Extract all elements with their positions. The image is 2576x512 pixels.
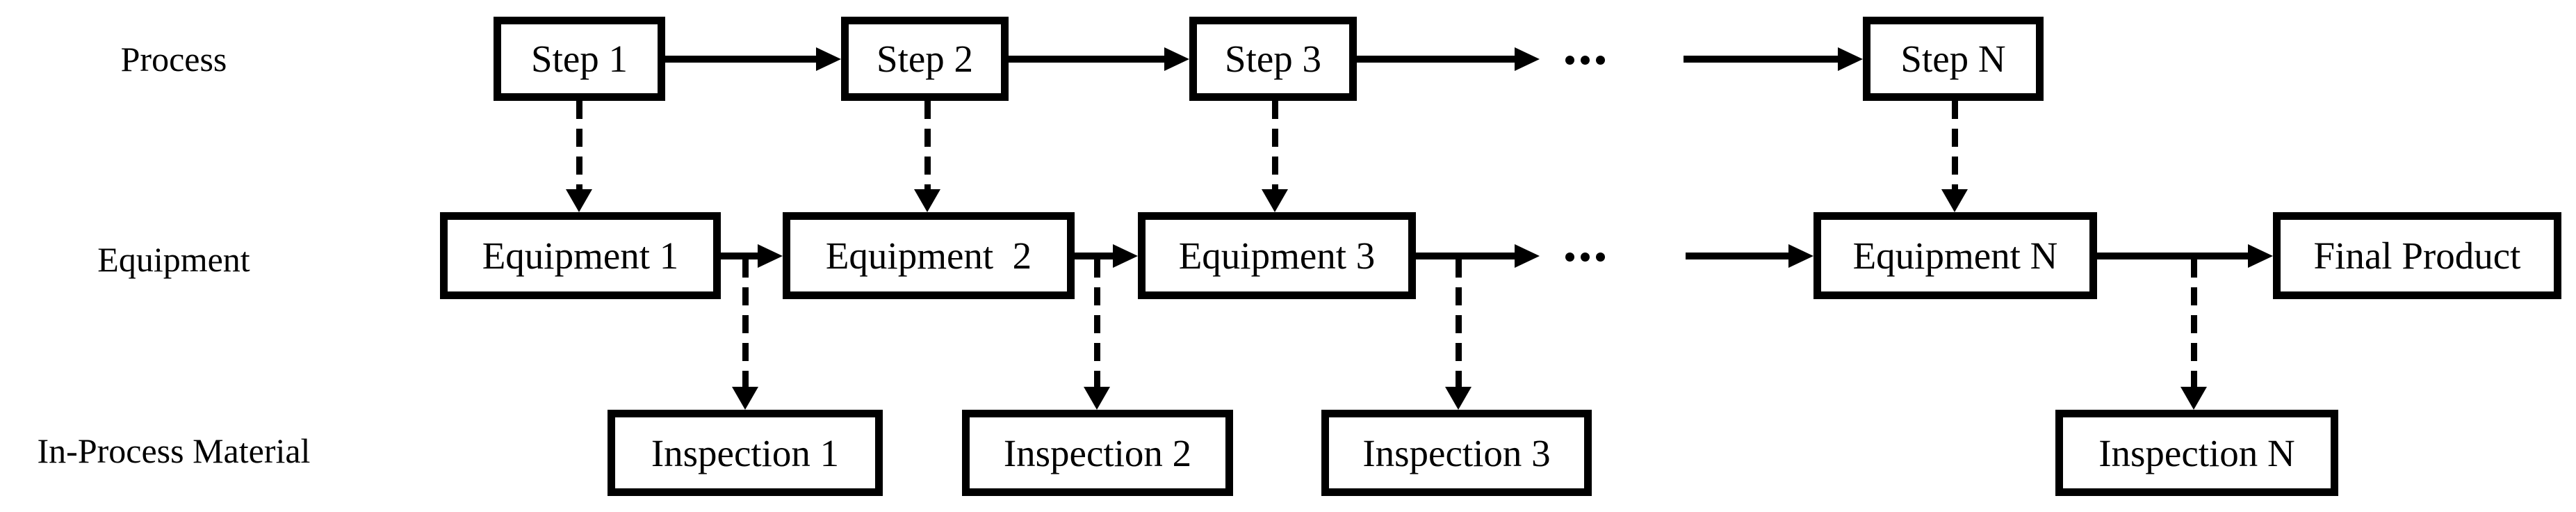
arrowhead-down-icon xyxy=(914,189,940,212)
arrowhead-right-icon xyxy=(758,244,783,268)
dashed-shaft xyxy=(1951,101,1958,189)
arrow-shaft xyxy=(1009,56,1164,63)
ellipsis-dots-equipment xyxy=(1565,253,1605,262)
equipment-3-box: Equipment 3 xyxy=(1138,212,1416,299)
arrowhead-down-icon xyxy=(1941,189,1968,212)
arrow-ellipsis-to-equipmentn xyxy=(1686,244,1813,268)
dashed-arrow-step1-to-equipment1 xyxy=(566,101,592,212)
arrow-equipment1-to-equipment2 xyxy=(721,244,783,268)
arrowhead-right-icon xyxy=(1164,47,1189,71)
dashed-shaft xyxy=(576,101,582,189)
step-2-box: Step 2 xyxy=(841,17,1009,101)
dashed-shaft xyxy=(2190,259,2197,387)
dot-icon xyxy=(1596,253,1605,262)
row-label-in-process-material: In-Process Material xyxy=(37,431,311,470)
arrow-shaft xyxy=(665,56,816,63)
arrow-equipment3-to-ellipsis xyxy=(1416,244,1540,268)
dashed-shaft xyxy=(1271,101,1278,189)
arrow-step3-to-ellipsis xyxy=(1357,47,1540,71)
arrowhead-right-icon xyxy=(816,47,841,71)
arrow-equipment2-to-equipment3 xyxy=(1075,244,1138,268)
arrowhead-right-icon xyxy=(1113,244,1138,268)
arrowhead-down-icon xyxy=(1084,387,1110,410)
arrowhead-right-icon xyxy=(2248,244,2273,268)
arrow-shaft xyxy=(721,253,758,259)
arrowhead-right-icon xyxy=(1515,244,1540,268)
dashed-shaft xyxy=(1455,259,1462,387)
arrow-shaft xyxy=(1416,253,1515,259)
arrow-equipmentn-to-final-product xyxy=(2097,244,2273,268)
dashed-shaft xyxy=(742,259,749,387)
dot-icon xyxy=(1581,253,1590,262)
dot-icon xyxy=(1565,56,1574,65)
arrowhead-down-icon xyxy=(732,387,758,410)
arrow-shaft xyxy=(1357,56,1515,63)
dashed-arrow-step2-to-equipment2 xyxy=(914,101,940,212)
dashed-arrow-step3-to-equipment3 xyxy=(1262,101,1288,212)
arrowhead-down-icon xyxy=(1445,387,1472,410)
arrowhead-down-icon xyxy=(1262,189,1288,212)
step-3-box: Step 3 xyxy=(1189,17,1357,101)
arrowhead-down-icon xyxy=(566,189,592,212)
dot-icon xyxy=(1596,56,1605,65)
arrow-step1-to-step2 xyxy=(665,47,841,71)
equipment-2-box: Equipment 2 xyxy=(783,212,1075,299)
ellipsis-dots-process xyxy=(1565,56,1605,65)
dashed-shaft xyxy=(924,101,931,189)
arrowhead-right-icon xyxy=(1788,244,1813,268)
dashed-shaft xyxy=(1093,259,1100,387)
step-1-box: Step 1 xyxy=(494,17,665,101)
arrow-shaft xyxy=(1075,253,1113,259)
arrowhead-right-icon xyxy=(1838,47,1863,71)
arrow-shaft xyxy=(2097,253,2248,259)
inspection-n-box: Inspection N xyxy=(2055,410,2338,496)
inspection-2-box: Inspection 2 xyxy=(962,410,1233,496)
final-product-box: Final Product xyxy=(2273,212,2561,299)
dot-icon xyxy=(1581,56,1590,65)
row-label-process: Process xyxy=(120,40,227,79)
dashed-arrow-equipment1-to-inspection1 xyxy=(732,259,758,410)
step-n-box: Step N xyxy=(1863,17,2044,101)
arrow-step2-to-step3 xyxy=(1009,47,1189,71)
arrow-shaft xyxy=(1686,253,1788,259)
arrowhead-right-icon xyxy=(1515,47,1540,71)
dashed-arrow-stepn-to-equipmentn xyxy=(1941,101,1968,212)
equipment-n-box: Equipment N xyxy=(1813,212,2097,299)
dashed-arrow-equipment2-to-inspection2 xyxy=(1084,259,1110,410)
equipment-1-box: Equipment 1 xyxy=(440,212,721,299)
dashed-arrow-equipment3-to-inspection3 xyxy=(1445,259,1472,410)
dot-icon xyxy=(1565,253,1574,262)
inspection-1-box: Inspection 1 xyxy=(608,410,883,496)
arrow-shaft xyxy=(1684,56,1838,63)
dashed-arrow-equipmentn-to-inspectionn xyxy=(2180,259,2207,410)
arrowhead-down-icon xyxy=(2180,387,2207,410)
row-label-equipment: Equipment xyxy=(97,240,250,279)
inspection-3-box: Inspection 3 xyxy=(1321,410,1592,496)
arrow-ellipsis-to-stepn xyxy=(1684,47,1863,71)
